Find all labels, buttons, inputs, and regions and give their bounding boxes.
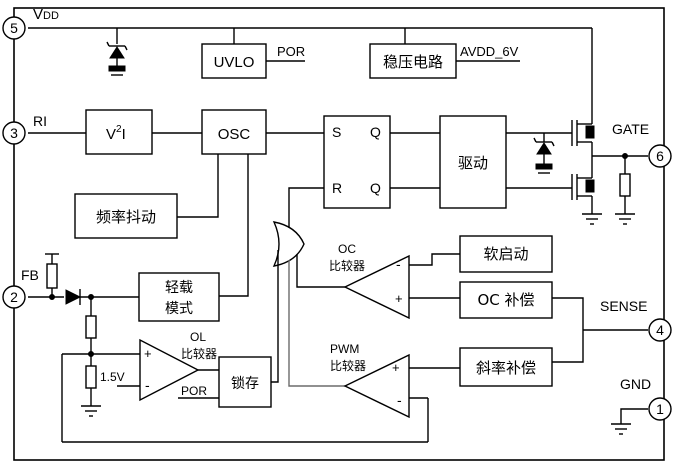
pwm-minus: - — [397, 392, 402, 408]
avdd-signal: AVDD_6V — [460, 44, 519, 59]
oc-compensation-label: OC 补偿 — [477, 291, 534, 309]
pin-3-label: RI — [33, 113, 47, 129]
ol-plus: + — [144, 346, 152, 361]
ff-r: R — [332, 180, 342, 196]
osc-label: OSC — [218, 126, 251, 143]
ol-minus: - — [145, 377, 150, 393]
pin-1: 1 GND — [620, 376, 672, 421]
upper-mosfet — [571, 120, 595, 156]
divider-resistor-top — [85, 297, 97, 354]
oc-compensation-block: OC 补偿 — [459, 281, 553, 319]
ff-q1: Q — [370, 124, 381, 140]
por-signal-top: POR — [277, 44, 305, 59]
pin-2: 2 FB — [2, 267, 39, 309]
slope-compensation-label: 斜率补偿 — [476, 359, 536, 377]
driver-block: 驱动 — [439, 115, 507, 209]
soft-start-label: 软启动 — [483, 245, 528, 263]
pin-6-label: GATE — [612, 121, 649, 137]
light-load-label-2: 模式 — [165, 301, 193, 317]
pin-1-label: GND — [620, 376, 651, 392]
fb-pullup-resistor — [45, 253, 59, 297]
ff-q2: Q — [370, 180, 381, 196]
pin-3: 3 RI — [2, 113, 47, 145]
soft-start-block: 软启动 — [459, 235, 553, 273]
driver-label: 驱动 — [458, 154, 488, 172]
ff-s: S — [332, 124, 341, 140]
light-load-block: 轻载 模式 — [138, 272, 220, 322]
mosfet-ground — [582, 213, 602, 225]
fb-diode — [65, 289, 82, 305]
svg-text:V2I: V2I — [106, 124, 126, 143]
pin-2-number: 2 — [10, 289, 18, 305]
chip-border — [13, 7, 665, 461]
divider-resistor-bottom — [81, 354, 101, 417]
gnd-symbol — [611, 408, 648, 435]
pin-6: 6 GATE — [612, 121, 672, 168]
pwm-comparator: + - — [343, 353, 410, 419]
vdd-zener-diode — [106, 41, 128, 76]
v2i-block: V2I — [85, 109, 153, 155]
pin-1-number: 1 — [656, 401, 664, 417]
slope-compensation-block: 斜率补偿 — [459, 347, 553, 387]
ol-comparator: + - — [139, 338, 200, 402]
ol-title: OL — [190, 330, 206, 344]
oc-comparator: - + — [343, 254, 410, 320]
jitter-block: 频率抖动 — [74, 193, 178, 239]
vdd-rail — [28, 27, 593, 124]
pin-5-sub: DD — [43, 10, 59, 22]
ref-voltage-label: 1.5V — [100, 370, 125, 384]
oc-subtitle: 比较器 — [329, 258, 365, 273]
sr-flipflop: S Q R Q — [323, 115, 391, 209]
v2i-v: V — [106, 126, 116, 143]
pin-5: 5 VDD — [2, 6, 59, 40]
pin-6-number: 6 — [656, 148, 664, 164]
oc-plus: + — [395, 291, 403, 306]
pwm-subtitle: 比较器 — [330, 358, 366, 373]
latch-label: 锁存 — [231, 376, 259, 392]
regulator-block: 稳压电路 — [369, 43, 457, 79]
pwm-plus: + — [392, 360, 400, 375]
or-gate — [272, 221, 305, 267]
latch-block: 锁存 — [218, 356, 272, 408]
light-load-label-1: 轻载 — [165, 280, 193, 296]
lower-mosfet — [571, 156, 595, 214]
regulator-label: 稳压电路 — [383, 53, 443, 71]
pin-2-label: FB — [21, 267, 39, 283]
pin-4: 4 SENSE — [600, 298, 672, 342]
oc-title: OC — [338, 242, 356, 256]
oc-minus: - — [396, 256, 401, 272]
uvlo-block: UVLO — [201, 43, 267, 79]
pin-4-number: 4 — [656, 322, 664, 338]
pin-3-number: 3 — [10, 125, 18, 141]
v2i-sup: 2 — [116, 124, 122, 135]
pin-4-label: SENSE — [600, 298, 647, 314]
pwm-title: PWM — [330, 342, 359, 356]
v2i-i: I — [122, 126, 126, 143]
ol-subtitle: 比较器 — [181, 346, 217, 361]
pin-5-label: V — [33, 6, 43, 23]
jitter-label: 频率抖动 — [96, 208, 156, 226]
por-signal-bottom: POR — [181, 384, 207, 398]
gate-resistor — [615, 156, 635, 225]
pin-5-number: 5 — [10, 20, 18, 36]
driver-zener-diode — [533, 133, 555, 174]
svg-text:VDD: VDD — [33, 6, 59, 23]
osc-block: OSC — [201, 109, 267, 155]
uvlo-label: UVLO — [214, 54, 255, 71]
